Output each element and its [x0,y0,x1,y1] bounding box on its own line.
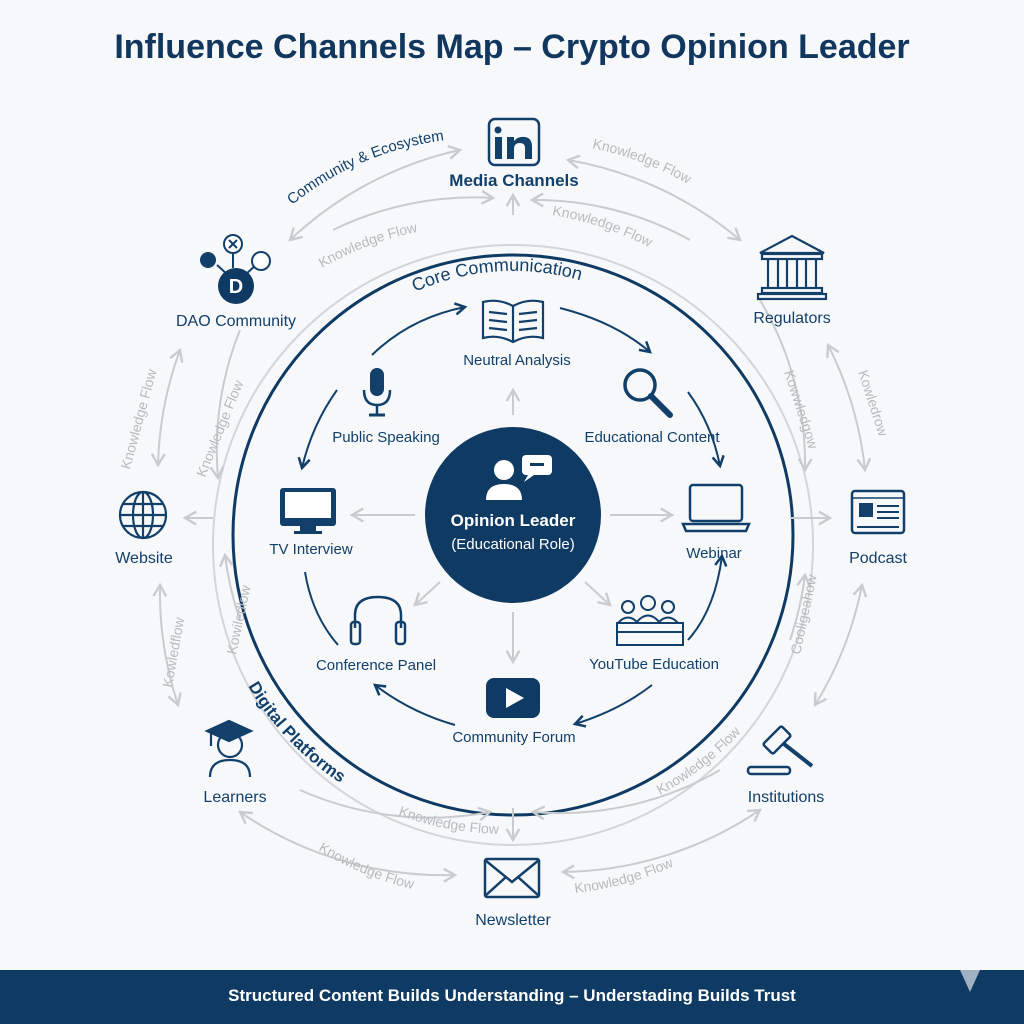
graduate-icon [204,719,254,778]
laptop-icon [681,483,751,533]
play-button-icon [486,678,540,718]
core-cycle-arrows [297,302,728,728]
node-educational-content[interactable]: Educational Content [584,429,720,446]
node-dao-community[interactable]: DAO Community [175,313,297,330]
flow-label: Kowiledlow [223,583,253,656]
node-conference-panel[interactable]: Conference Panel [315,657,437,674]
flow-label: Knowledge Flow [591,135,695,187]
audience-icon [616,595,684,646]
ring-label-community: Community & Ecosystem [284,127,445,208]
node-public-speaking[interactable]: Public Speaking [332,429,440,446]
flow-label: Knowledge Flow [573,854,675,896]
tv-monitor-icon [280,488,336,534]
flow-label: Knowledge Flow [316,219,420,271]
node-tv-interview[interactable]: TV Interview [269,541,353,558]
node-regulators[interactable]: Regulators [753,310,831,327]
ring-label-core: Core Communication [409,255,585,296]
node-website[interactable]: Website [115,550,173,567]
center-title: Opinion Leader [450,511,576,530]
node-community-forum[interactable]: Community Forum [452,729,576,746]
browser-window-icon [850,489,906,535]
node-youtube-education[interactable]: YouTube Education [589,656,719,673]
footer-tagline: Structured Content Builds Understanding … [228,986,796,1005]
footer-banner: Structured Content Builds Understanding … [0,970,1024,1024]
outer-flow-rings [212,244,814,846]
flow-label: Knowledge Flow [117,367,159,471]
center-subtitle: (Educational Role) [451,536,575,553]
flow-label: Kowledflow [159,615,187,688]
node-webinar[interactable]: Webinar [686,545,742,562]
headphones-icon [349,595,407,646]
dao-network-icon: D [200,234,271,304]
footer-notch-decoration [960,970,980,992]
gavel-icon [746,725,814,776]
open-book-icon [481,299,545,344]
government-building-icon [756,234,828,301]
node-learners[interactable]: Learners [203,789,267,806]
flow-label: Knowledge Flow [551,202,655,250]
svg-text:D: D [229,276,243,298]
node-media-channels[interactable]: Media Channels [449,171,579,190]
node-podcast[interactable]: Podcast [849,550,907,567]
page-title: Influence Channels Map – Crypto Opinion … [114,28,910,66]
center-node[interactable] [425,427,601,603]
magnifier-icon [623,368,673,418]
node-neutral-analysis[interactable]: Neutral Analysis [463,352,571,369]
flow-label: Kowwledgow [781,368,822,452]
flow-label: Knowledge Flow [654,723,744,798]
node-newsletter[interactable]: Newsletter [475,912,551,929]
flow-label: Knowledge Flow [316,839,416,892]
globe-icon [118,490,168,540]
node-institutions[interactable]: Institutions [747,789,825,806]
microphone-icon [362,368,392,417]
outer-flow-arrows [150,145,872,883]
flow-label: Knowledge Flow [193,377,247,479]
ring-label-digital: Digital Platforms [245,678,349,786]
flow-label: Cooligeahow [787,572,820,655]
linkedin-icon [487,117,541,167]
envelope-icon [483,857,541,899]
flow-label: Kowledrow [855,368,892,439]
inner-spokes [349,387,675,665]
speaker-chat-icon [486,455,552,500]
